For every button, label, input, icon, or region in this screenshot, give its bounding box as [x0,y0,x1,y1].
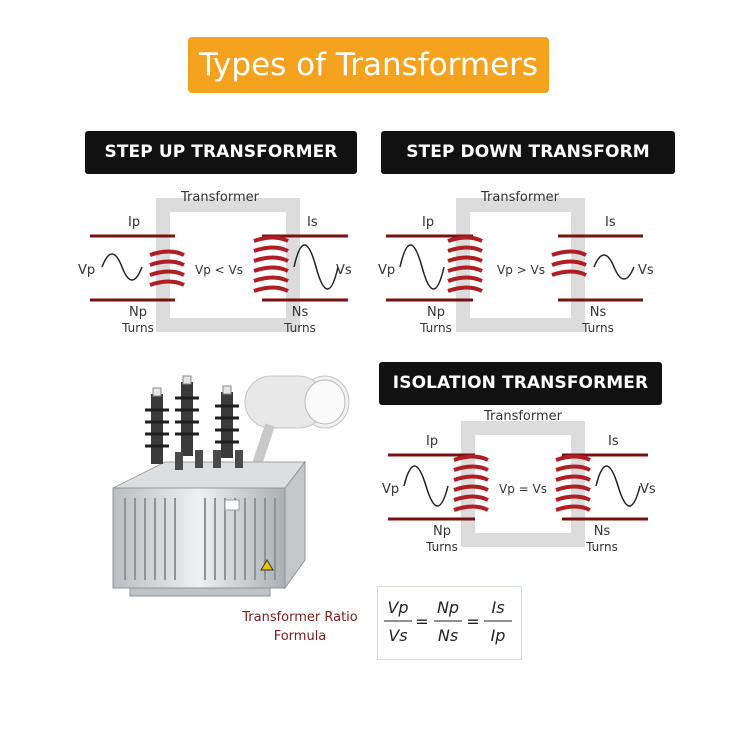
step-down-header: STEP DOWN TRANSFORM [381,131,675,174]
step-down-diagram: Transformer Ip Is Vp Vs Vp > Vs Np Turns… [378,190,654,335]
step-down-primary-wave [399,244,445,290]
step-down-vp: Vp [378,263,395,278]
isolation-vp: Vp [382,482,399,497]
formula-equals-2: = [466,612,479,631]
isolation-relation: Vp = Vs [499,482,547,496]
step-up-vp: Vp [78,263,95,278]
formula-ip: Ip [491,626,506,645]
step-up-secondary-wave [293,244,339,290]
step-up-np: Np [129,305,147,320]
step-up-header: STEP UP TRANSFORMER [85,131,357,174]
isolation-turns-left: Turns [425,540,458,554]
step-down-is: Is [605,215,616,230]
isolation-turns-right: Turns [585,540,618,554]
formula-vs: Vs [388,626,407,645]
step-down-ip: Ip [422,215,434,230]
formula-label-line2: Formula [273,629,327,644]
step-up-ns: Ns [292,305,309,320]
formula-equals-1: = [415,612,428,631]
page-title: Types of Transformers [188,37,549,93]
isolation-ns: Ns [594,524,611,539]
isolation-header: ISOLATION TRANSFORMER [379,362,662,405]
formula-np: Np [437,598,459,617]
step-down-vs: Vs [638,263,654,278]
step-down-core-label: Transformer [480,190,560,205]
isolation-ip: Ip [426,434,438,449]
formula-ns: Ns [438,626,458,645]
formula-vp: Vp [387,598,408,617]
step-down-primary-coil [447,235,483,293]
step-up-ip: Ip [128,215,140,230]
step-down-secondary-coil [551,249,587,277]
formula-label-line1: Transformer Ratio [242,610,358,625]
isolation-secondary-wave [595,465,641,507]
isolation-core-label: Transformer [483,409,563,424]
step-down-ns: Ns [590,305,607,320]
step-down-np: Np [427,305,445,320]
step-up-relation: Vp < Vs [195,263,243,277]
isolation-secondary-coil [555,454,591,512]
formula-label: Transformer Ratio Formula [230,610,370,644]
step-down-relation: Vp > Vs [497,263,545,277]
bushings [145,375,243,470]
step-down-turns-left: Turns [419,321,452,335]
isolation-primary-wave [403,465,449,507]
step-up-turns-left: Turns [121,321,154,335]
step-up-primary-coil [149,249,185,287]
isolation-diagram: Transformer Ip Is Vp Vs Vp = Vs Np Turns… [382,409,656,554]
ratio-formula: Vp Vs = Np Ns = Is Ip [384,598,512,645]
step-down-secondary-wave [593,254,635,280]
step-down-turns-right: Turns [581,321,614,335]
step-up-primary-wave [101,253,143,281]
step-up-diagram: Transformer Ip Is Vp Vs Vp < Vs Np Turns… [78,190,352,335]
isolation-vs: Vs [640,482,656,497]
isolation-np: Np [433,524,451,539]
step-up-vs: Vs [336,263,352,278]
step-up-turns-right: Turns [283,321,316,335]
formula-is: Is [491,598,504,617]
isolation-is: Is [608,434,619,449]
step-up-secondary-coil [253,235,289,293]
isolation-primary-coil [453,454,489,512]
formula-box: Vp Vs = Np Ns = Is Ip [377,586,522,660]
step-up-core-label: Transformer [180,190,260,205]
transformer-illustration [112,375,350,597]
step-up-is: Is [307,215,318,230]
